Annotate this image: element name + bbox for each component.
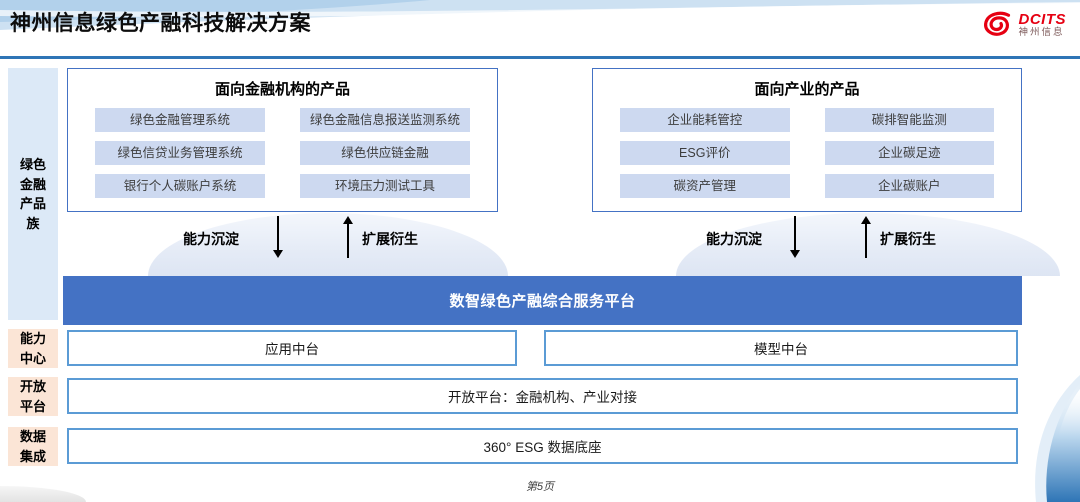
group-industry-products: 面向产业的产品 企业能耗管控 碳排智能监测 ESG评价 企业碳足迹 碳资产管理 … (592, 68, 1022, 212)
product-item: 碳资产管理 (620, 174, 790, 198)
logo-name: DCITS (1018, 11, 1066, 29)
open-platform-box: 开放平台：金融机构、产业对接 (67, 378, 1018, 414)
product-item: 碳排智能监测 (824, 108, 994, 132)
rail-open-platform-label: 开放平台 (20, 379, 47, 414)
title-underline (0, 56, 1080, 59)
product-item: 环境压力测试工具 (300, 174, 470, 198)
flow-down-label-left: 能力沉淀 (183, 231, 239, 247)
company-logo: DCITS 神州信息 (982, 10, 1067, 40)
rail-capability-center: 能力中心 (8, 329, 58, 368)
logo-subtitle: 神州信息 (1018, 26, 1065, 38)
group-financial-title: 面向金融机构的产品 (214, 81, 350, 98)
page-title: 神州信息绿色产融科技解决方案 (10, 12, 311, 35)
product-item: 绿色金融信息报送监测系统 (300, 108, 470, 132)
group-financial-items: 绿色金融管理系统 绿色金融信息报送监测系统 绿色信贷业务管理系统 绿色供应链金融… (95, 108, 470, 198)
product-item: 绿色信贷业务管理系统 (95, 141, 265, 165)
arrow-up-icon (342, 216, 354, 258)
capability-box-model: 模型中台 (544, 330, 1018, 366)
arrow-down-icon (789, 216, 801, 258)
capability-box-model-label: 模型中台 (754, 342, 808, 357)
flow-down-label-right: 能力沉淀 (706, 231, 762, 247)
rail-capability-center-label: 能力中心 (20, 331, 47, 366)
flow-up-label-right: 扩展衍生 (880, 231, 936, 247)
arrow-down-icon (272, 216, 284, 258)
capability-box-application-label: 应用中台 (265, 342, 319, 357)
capability-box-application: 应用中台 (67, 330, 517, 366)
rail-data-integration: 数据集成 (8, 427, 58, 466)
platform-bar: 数智绿色产融综合服务平台 (63, 276, 1022, 325)
group-financial-products: 面向金融机构的产品 绿色金融管理系统 绿色金融信息报送监测系统 绿色信贷业务管理… (67, 68, 498, 212)
product-item: 绿色供应链金融 (300, 141, 470, 165)
data-base-box-label: 360° ESG 数据底座 (483, 440, 602, 455)
product-item: 企业碳账户 (824, 174, 994, 198)
group-industry-items: 企业能耗管控 碳排智能监测 ESG评价 企业碳足迹 碳资产管理 企业碳账户 (620, 108, 994, 198)
logo-texts: DCITS 神州信息 (1019, 12, 1067, 38)
rail-data-integration-label: 数据集成 (20, 429, 47, 464)
product-item: 银行个人碳账户系统 (95, 174, 265, 198)
product-item: ESG评价 (620, 141, 790, 165)
flow-up-label-left: 扩展衍生 (362, 231, 418, 247)
platform-bar-title: 数智绿色产融综合服务平台 (449, 293, 636, 310)
rail-product-family-label: 绿色金融产品族 (20, 157, 47, 231)
rail-product-family: 绿色金融产品族 (8, 68, 58, 320)
page-number: 第5页 (525, 481, 555, 493)
product-item: 企业碳足迹 (824, 141, 994, 165)
data-base-box: 360° ESG 数据底座 (67, 428, 1018, 464)
dcits-swoosh-icon (983, 11, 1010, 36)
rail-open-platform: 开放平台 (8, 377, 58, 416)
group-industry-title: 面向产业的产品 (754, 81, 860, 98)
arrow-up-icon (860, 216, 872, 258)
open-platform-box-label: 开放平台：金融机构、产业对接 (448, 390, 637, 405)
product-item: 绿色金融管理系统 (95, 108, 265, 132)
product-item: 企业能耗管控 (620, 108, 790, 132)
